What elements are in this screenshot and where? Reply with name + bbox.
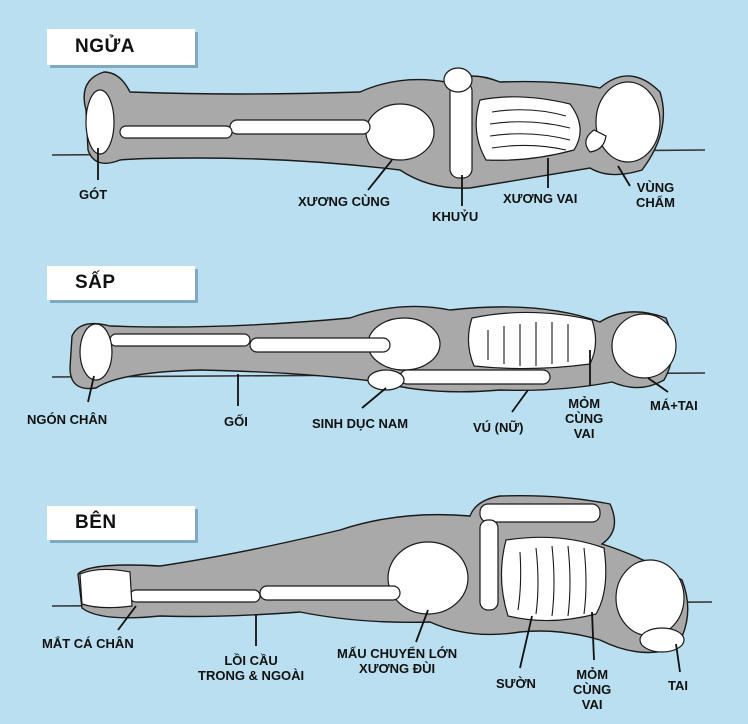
- label-acromion-lateral: MỎM CÙNG VAI: [573, 667, 611, 712]
- label-breast: VÚ (NỮ): [473, 420, 524, 435]
- supine-figure: [52, 68, 705, 188]
- title-supine-text: NGỬA: [75, 36, 135, 58]
- label-occipital-line2: CHẨM: [636, 195, 675, 210]
- supine-skull: [596, 82, 660, 162]
- prone-hand: [368, 370, 404, 390]
- title-lateral: BÊN: [47, 506, 195, 540]
- title-supine: NGỬA: [47, 29, 195, 65]
- label-genitals: SINH DỤC NAM: [312, 416, 408, 431]
- label-elbow: KHUỶU: [432, 209, 478, 224]
- prone-tibia: [110, 334, 250, 346]
- label-occipital: VÙNG CHẨM: [636, 180, 675, 210]
- label-condyles-line1: LỒI CẦU: [198, 653, 304, 668]
- supine-ribcage: [476, 97, 580, 160]
- label-acromion-prone: MỎM CÙNG VAI: [565, 396, 603, 441]
- label-knee: GỐI: [224, 414, 248, 429]
- supine-foot: [86, 90, 114, 154]
- lateral-femur: [260, 586, 400, 600]
- label-sacrum: XƯƠNG CÙNG: [298, 194, 390, 209]
- supine-pelvis: [366, 104, 434, 160]
- supine-hand: [444, 68, 472, 92]
- supine-tibia: [120, 126, 232, 138]
- lateral-foot: [80, 569, 132, 607]
- label-ear: TAI: [668, 678, 688, 693]
- title-lateral-text: BÊN: [75, 512, 117, 534]
- supine-femur: [230, 120, 370, 134]
- label-acromion-prone-line1: MỎM: [565, 396, 603, 411]
- label-occipital-line1: VÙNG: [636, 180, 675, 195]
- lateral-forearm: [480, 520, 498, 610]
- lateral-tibia: [130, 590, 260, 602]
- lateral-skull: [616, 560, 684, 636]
- prone-figure: [52, 306, 705, 391]
- label-acromion-lateral-line2: CÙNG: [573, 682, 611, 697]
- label-cheek-ear: MÁ+TAI: [650, 398, 698, 413]
- label-condyles: LỒI CẦU TRONG & NGOÀI: [198, 653, 304, 683]
- supine-forearm: [450, 82, 472, 178]
- title-prone: SẤP: [47, 266, 195, 300]
- label-toes: NGÓN CHÂN: [27, 412, 107, 427]
- title-prone-text: SẤP: [75, 272, 116, 294]
- label-condyles-line2: TRONG & NGOÀI: [198, 668, 304, 683]
- prone-skull: [612, 314, 676, 378]
- label-scapula: XƯƠNG VAI: [503, 191, 577, 206]
- prone-foot: [80, 324, 112, 380]
- leader-breast: [512, 390, 528, 412]
- lateral-upper-arm: [480, 504, 600, 522]
- label-acromion-prone-line3: VAI: [565, 426, 603, 441]
- label-trochanter-line2: XƯƠNG ĐÙI: [337, 661, 457, 676]
- leader-genitals: [362, 388, 386, 408]
- label-trochanter: MẤU CHUYỂN LỚN XƯƠNG ĐÙI: [337, 646, 457, 676]
- label-acromion-prone-line2: CÙNG: [565, 411, 603, 426]
- label-acromion-lateral-line1: MỎM: [573, 667, 611, 682]
- prone-femur: [250, 338, 390, 352]
- label-trochanter-line1: MẤU CHUYỂN LỚN: [337, 646, 457, 661]
- label-acromion-lateral-line3: VAI: [573, 697, 611, 712]
- lateral-pelvis: [388, 542, 468, 614]
- prone-arm: [400, 370, 550, 384]
- label-ribs: SƯỜN: [496, 676, 536, 691]
- label-ankle: MẮT CÁ CHÂN: [42, 636, 134, 651]
- label-heel: GÓT: [79, 187, 107, 202]
